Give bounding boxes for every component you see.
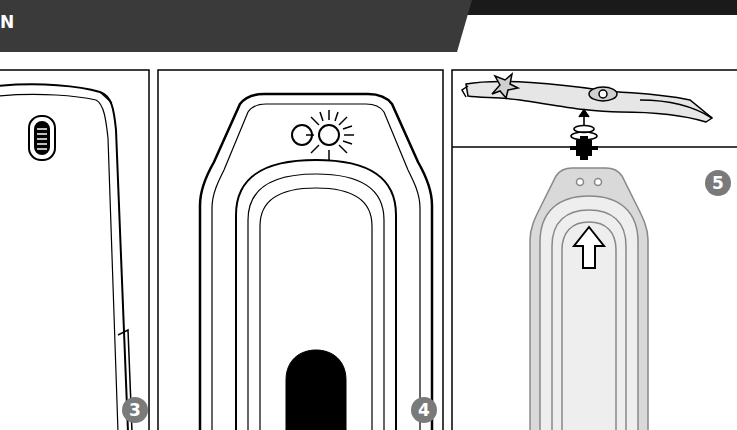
callout-text: 4 <box>418 402 430 419</box>
rotation-arrow <box>571 110 597 140</box>
device-front-view <box>200 94 432 430</box>
callout-number: 5 <box>705 170 731 196</box>
callout-text: 3 <box>129 402 141 419</box>
header-band <box>0 0 472 52</box>
up-arrow <box>574 227 604 268</box>
panel-frame <box>158 70 443 430</box>
callout-text: 5 <box>712 175 724 192</box>
blade <box>462 74 712 122</box>
device-side-view <box>0 84 132 430</box>
panel-frame <box>0 70 149 430</box>
callout-number: 4 <box>411 397 437 423</box>
plus-sign <box>570 136 598 160</box>
header-title: N <box>0 12 14 32</box>
callout-number: 3 <box>122 397 148 423</box>
panel-frame <box>452 70 737 430</box>
device-front-small <box>530 168 648 430</box>
